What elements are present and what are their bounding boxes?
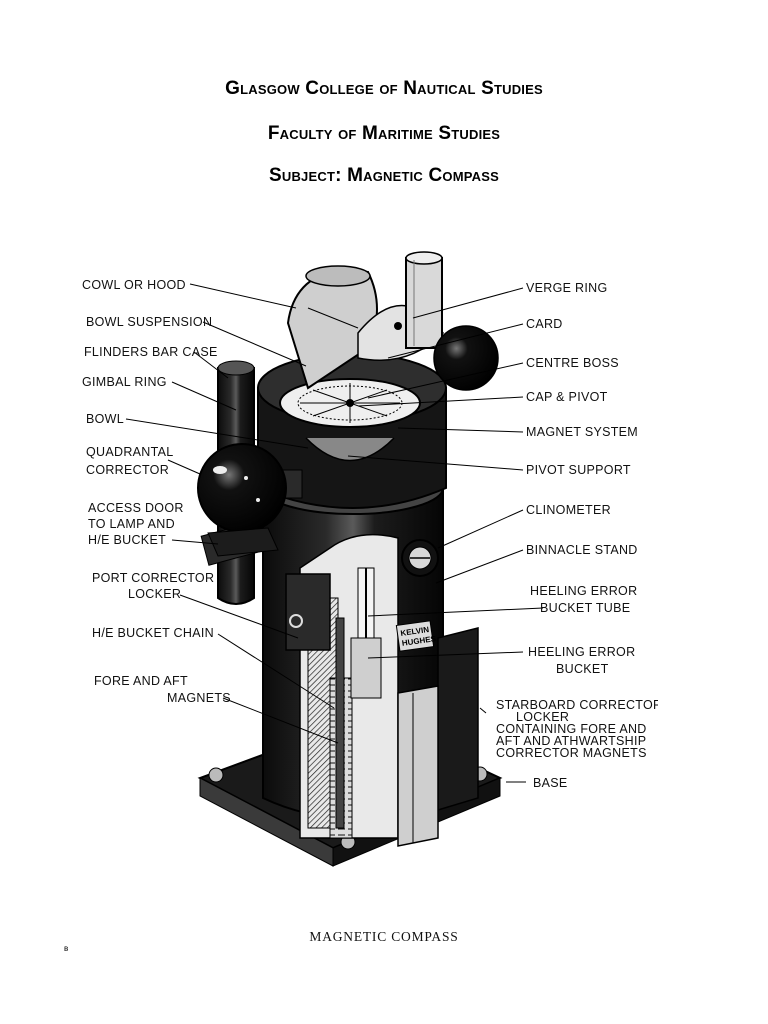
- label-heeling-error-2: HEELING ERROR: [528, 645, 635, 659]
- right-labels: VERGE RING CARD CENTRE BOSS CAP & PIVOT …: [496, 281, 658, 790]
- label-to-lamp-and: TO LAMP AND: [88, 517, 175, 531]
- label-he-bucket: H/E BUCKET: [88, 533, 166, 547]
- quadrantal-corrector-sphere: [197, 443, 303, 533]
- label-starboard-corrector: STARBOARD CORRECTOR: [496, 698, 658, 712]
- label-base: BASE: [533, 776, 568, 790]
- label-corrector-magnets: CORRECTOR MAGNETS: [496, 746, 647, 760]
- subject-heading: Subject: Magnetic Compass: [269, 165, 499, 186]
- label-flinders-bar-case: FLINDERS BAR CASE: [84, 345, 218, 359]
- label-fore-and-aft: FORE AND AFT: [94, 674, 188, 688]
- access-door: [207, 527, 279, 557]
- label-locker: LOCKER: [128, 587, 181, 601]
- label-aft-and-athwartship: AFT AND ATHWARTSHIP: [496, 734, 646, 748]
- plate-text-kelvin: KELVIN: [400, 625, 430, 638]
- label-pivot-support: PIVOT SUPPORT: [526, 463, 631, 477]
- leader-lines: [125, 283, 544, 783]
- label-bowl-suspension: BOWL SUSPENSION: [86, 315, 212, 329]
- label-magnets: MAGNETS: [167, 691, 231, 705]
- label-containing-fore-and: CONTAINING FORE AND: [496, 722, 647, 736]
- label-centre-boss: CENTRE BOSS: [526, 356, 619, 370]
- left-labels: COWL OR HOOD BOWL SUSPENSION FLINDERS BA…: [82, 278, 231, 705]
- label-cap-and-pivot: CAP & PIVOT: [526, 390, 608, 404]
- label-heeling-error-1: HEELING ERROR: [530, 584, 637, 598]
- label-cowl-or-hood: COWL OR HOOD: [82, 278, 186, 292]
- compass-head: [257, 251, 499, 509]
- label-access-door: ACCESS DOOR: [88, 501, 184, 515]
- label-clinometer: CLINOMETER: [526, 503, 611, 517]
- faculty-heading: Faculty of Maritime Studies: [267, 123, 501, 144]
- label-starboard-locker: LOCKER: [516, 710, 569, 724]
- label-card: CARD: [526, 317, 563, 331]
- label-port-corrector: PORT CORRECTOR: [92, 571, 214, 585]
- label-corrector: CORRECTOR: [86, 463, 169, 477]
- label-bucket: BUCKET: [556, 662, 609, 676]
- starboard-corrector-locker: [397, 627, 479, 847]
- label-binnacle-stand: BINNACLE STAND: [526, 543, 638, 557]
- label-bowl: BOWL: [86, 412, 124, 426]
- label-quadrantal: QUADRANTAL: [86, 445, 174, 459]
- label-bucket-tube: BUCKET TUBE: [540, 601, 630, 615]
- label-verge-ring: VERGE RING: [526, 281, 608, 295]
- label-gimbal-ring: GIMBAL RING: [82, 375, 167, 389]
- magnetic-compass-illustration: KELVIN HUGHES: [82, 251, 658, 867]
- college-heading: Glasgow College of Nautical Studies: [225, 78, 543, 99]
- label-he-bucket-chain: H/E BUCKET CHAIN: [92, 626, 214, 640]
- footer-mark: ʙ: [64, 944, 69, 953]
- figure-caption: MAGNETIC COMPASS: [309, 929, 459, 944]
- label-magnet-system: MAGNET SYSTEM: [526, 425, 638, 439]
